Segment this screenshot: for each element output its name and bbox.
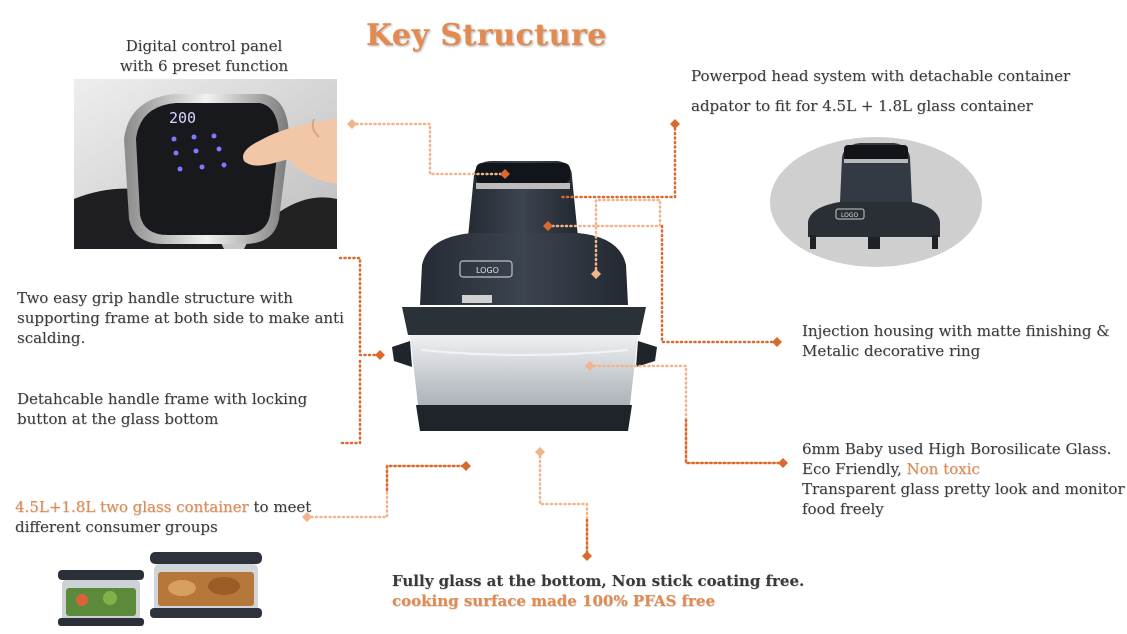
leader-glass-dark [684,418,785,465]
marker-diamond [670,119,680,129]
marker-diamond [535,447,545,457]
display-readout: 200 [169,109,196,127]
callout-control-panel: Digital control panel with 6 preset func… [104,36,304,76]
callout-text: to meet [253,498,312,516]
callout-handle-frame: Detahcable handle frame with locking but… [17,389,307,429]
marker-diamond [778,458,788,468]
page-title: Key Structure [366,18,607,53]
container-head-photo: LOGO [770,137,982,267]
callout-containers: 4.5L+1.8L two glass container to meet di… [15,497,311,537]
callout-highlight: 4.5L+1.8L two glass container [15,498,249,516]
callout-line: Metalic decorative ring [802,342,981,360]
callout-line: button at the glass bottom [17,410,219,428]
callout-line: cooking surface made 100% PFAS free [392,592,715,610]
callout-line: with 6 preset function [119,57,289,75]
callout-injection: Injection housing with matte finishing &… [802,321,1110,361]
callout-line: Detahcable handle frame with locking [17,390,308,408]
marker-diamond [772,337,782,347]
leader-containers-dark [385,464,468,492]
callout-line: Fully glass at the bottom, Non stick coa… [392,572,805,590]
callout-line: adpator to fit for 4.5L + 1.8L glass con… [691,97,1033,115]
callout-line: scalding. [17,329,86,347]
callout-line: 6mm Baby used High Borosilicate Glass. [802,440,1112,458]
leader-bottom [538,450,589,558]
leader-containers [305,464,468,519]
marker-diamond [375,350,385,360]
air-fryer-illustration: LOGO [392,155,657,435]
marker-diamond [582,551,592,561]
leader-grip-handle [338,256,382,357]
callout-text: Eco Friendly, [802,460,902,478]
callout-line: different consumer groups [15,518,218,536]
callout-line: Powerpod head system with detachable con… [691,67,1071,85]
callout-line: Eco Friendly, Non toxic [802,459,1125,479]
callout-highlight: Non toxic [906,460,980,478]
callout-line: food freely [802,500,884,518]
logo-small: LOGO [841,212,859,219]
logo-main: LOGO [476,266,499,275]
callout-bottom: Fully glass at the bottom, Non stick coa… [392,571,804,611]
marker-diamond [461,461,471,471]
callout-line: supporting frame at both side to make an… [17,309,344,327]
callout-line: 4.5L+1.8L two glass container to meet [15,497,311,517]
marker-diamond [347,119,357,129]
callout-line: Digital control panel [125,37,283,55]
callout-glass: 6mm Baby used High Borosilicate Glass. E… [802,439,1125,519]
leader-handle-frame [340,358,362,445]
callout-line: Two easy grip handle structure with [17,289,293,307]
callout-grip-handle: Two easy grip handle structure with supp… [17,288,344,348]
control-panel-photo: 200 [74,79,337,249]
callout-line: Transparent glass pretty look and monito… [802,480,1125,498]
glass-containers-photo [52,548,267,630]
callout-powerpod: Powerpod head system with detachable con… [691,66,1070,116]
callout-line: Injection housing with matte finishing & [802,322,1110,340]
leader-injection [660,224,779,344]
